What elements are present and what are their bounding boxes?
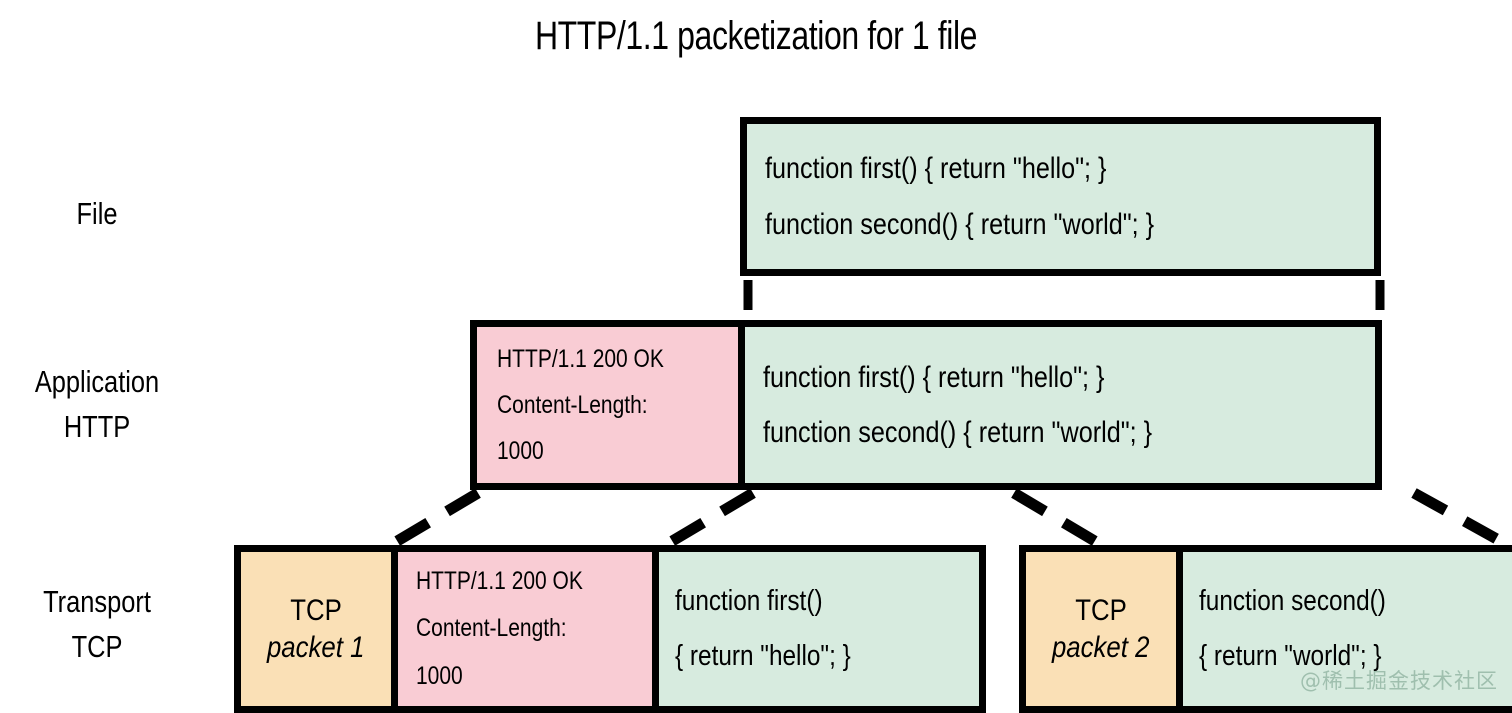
file-body-cell: function first() { return "hello"; } fun… [747,124,1374,269]
tcp-packet-1-title: TCP [290,593,342,627]
connector-app-to-packet2-right [1411,488,1507,548]
application-packet-frame: HTTP/1.1 200 OK Content-Length: 1000 fun… [470,320,1382,490]
p1-header-line-1: HTTP/1.1 200 OK [416,566,583,595]
connector-app-to-packet1-right [666,488,756,548]
tcp-packet-2-frame: TCP packet 2 function second() { return … [1019,545,1512,713]
tcp-packet-2-number: packet 2 [1052,631,1150,664]
row-label-file: File [76,196,118,231]
app-body-line-2: function second() { return "world"; } [763,416,1153,449]
p1-body-line-1: function first() [675,584,823,617]
p2-body-line-1: function second() [1199,584,1386,617]
tcp-packet-1-header-cell: HTTP/1.1 200 OK Content-Length: 1000 [398,552,652,706]
tcp-packet-2-title: TCP [1075,593,1127,627]
tcp-packet-1-number: packet 1 [267,631,365,664]
row-label-transport: Transport TCP [43,584,151,664]
connector-app-to-packet2-left [1011,488,1101,548]
tcp-packet-1-label-cell: TCP packet 1 [241,552,391,706]
connector-file-to-app-left [743,280,753,318]
connector-file-to-app-right [1375,280,1385,318]
tcp-packet-1-frame: TCP packet 1 HTTP/1.1 200 OK Content-Len… [234,545,986,713]
file-body-line-1: function first() { return "hello"; } [765,152,1107,185]
p1-header-line-3: 1000 [416,661,463,690]
connector-app-to-packet1-left [391,488,481,548]
tcp-packet-2-body-cell: function second() { return "world"; } [1183,552,1512,706]
tcp-packet-1-body-cell: function first() { return "hello"; } [659,552,979,706]
app-header-line-3: 1000 [497,437,544,466]
app-header-line-2: Content-Length: [497,390,648,419]
p2-body-line-2: { return "world"; } [1199,640,1382,672]
file-body-line-2: function second() { return "world"; } [765,207,1155,241]
row-label-application: Application HTTP [34,364,160,444]
application-header-cell: HTTP/1.1 200 OK Content-Length: 1000 [477,327,738,483]
application-body-cell: function first() { return "hello"; } fun… [745,327,1375,483]
page-title: HTTP/1.1 packetization for 1 file [534,14,978,58]
app-header-line-1: HTTP/1.1 200 OK [497,344,664,373]
app-body-line-1: function first() { return "hello"; } [763,360,1105,394]
tcp-packet-2-label-cell: TCP packet 2 [1026,552,1176,706]
p1-header-line-2: Content-Length: [416,614,567,643]
file-packet-frame: function first() { return "hello"; } fun… [740,117,1381,276]
p1-body-line-2: { return "hello"; } [675,640,851,672]
watermark: @稀土掘金技术社区 [1300,669,1498,693]
